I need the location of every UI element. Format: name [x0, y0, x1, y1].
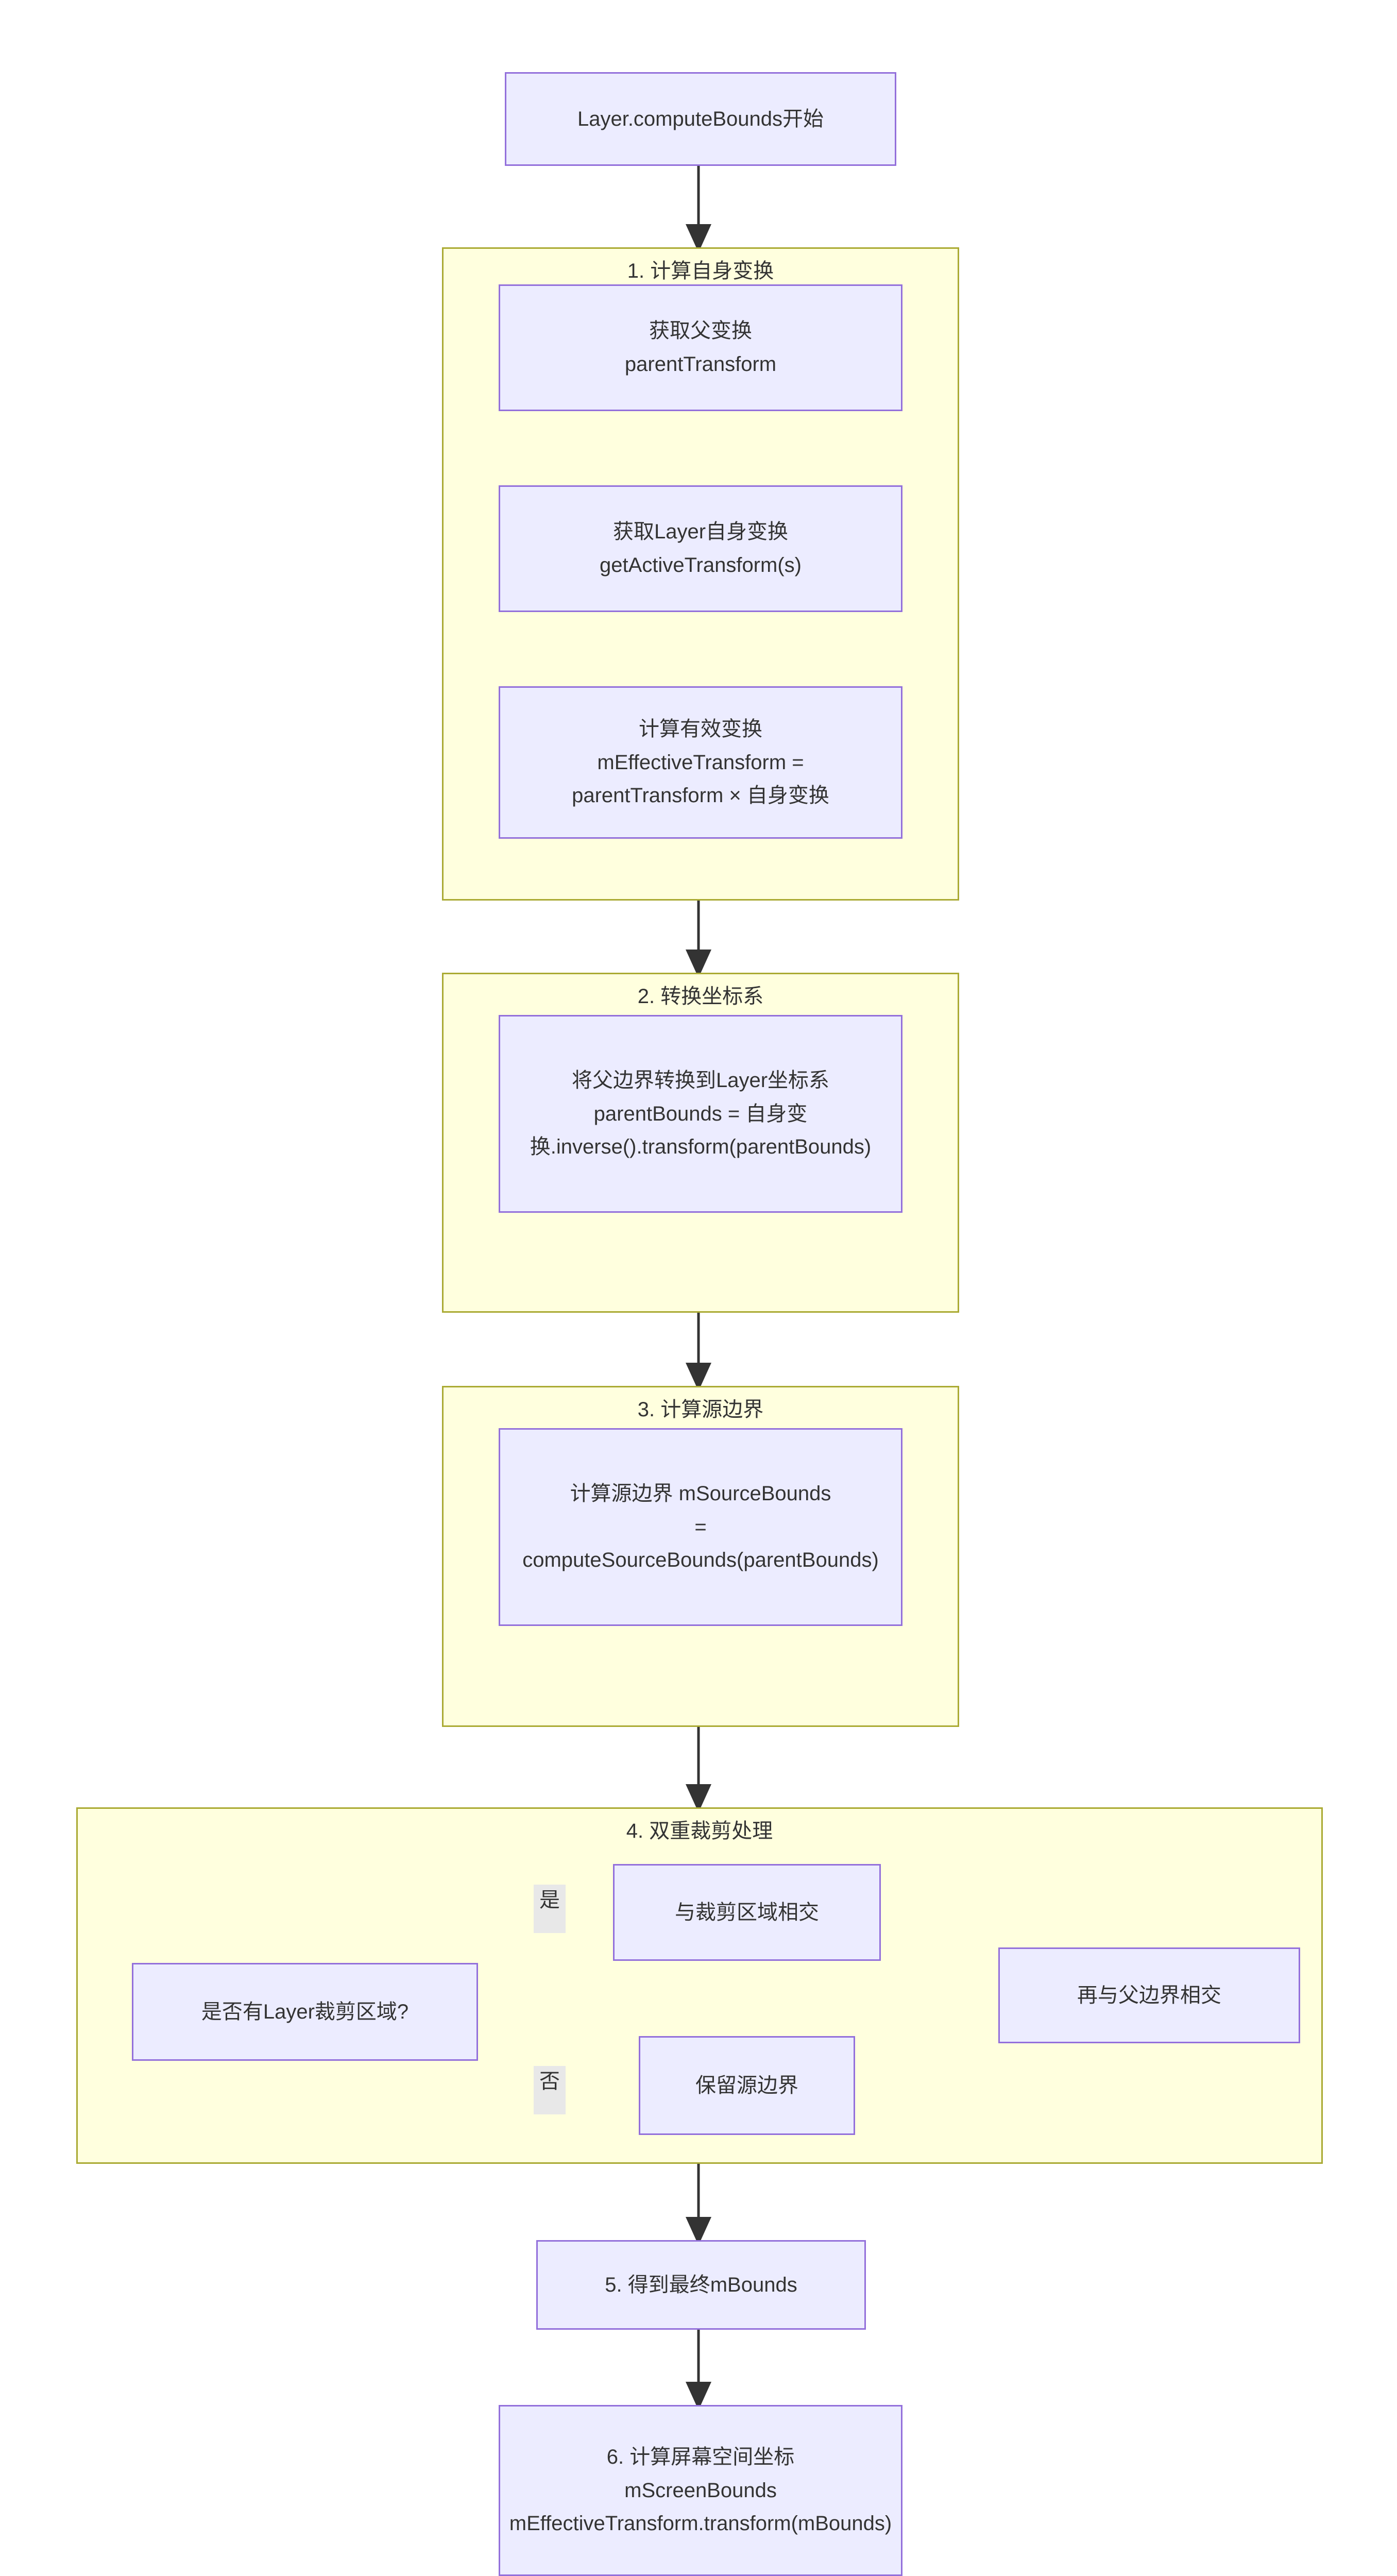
node-compute-screen-bounds-label: 6. 计算屏幕空间坐标 mScreenBounds mEffectiveTran…: [509, 2445, 892, 2535]
node-final-mbounds-label: 5. 得到最终mBounds: [605, 2273, 797, 2296]
node-compute-effective-transform-label: 计算有效变换 mEffectiveTransform = parentTrans…: [572, 717, 829, 807]
node-convert-parent-bounds[interactable]: 将父边界转换到Layer坐标系 parentBounds = 自身变 换.inv…: [499, 1015, 902, 1213]
node-convert-parent-bounds-label: 将父边界转换到Layer坐标系 parentBounds = 自身变 换.inv…: [530, 1069, 872, 1159]
cluster-4-title: 4. 双重裁剪处理: [626, 1820, 773, 1842]
cluster-2-title: 2. 转换坐标系: [637, 985, 764, 1008]
node-compute-effective-transform[interactable]: 计算有效变换 mEffectiveTransform = parentTrans…: [499, 686, 902, 839]
node-compute-source-bounds[interactable]: 计算源边界 mSourceBounds = computeSourceBound…: [499, 1428, 902, 1626]
node-compute-source-bounds-label: 计算源边界 mSourceBounds = computeSourceBound…: [522, 1482, 879, 1572]
node-has-layer-clip-region-decision-label: 是否有Layer裁剪区域?: [201, 2000, 409, 2023]
edge-label-yes: 是: [534, 1885, 566, 1933]
edge-label-no: 否: [534, 2066, 566, 2114]
cluster-1-title: 1. 计算自身变换: [627, 260, 774, 282]
cluster-3-title: 3. 计算源边界: [637, 1398, 764, 1421]
node-get-parent-transform-label: 获取父变换 parentTransform: [624, 319, 777, 376]
node-keep-source-bounds-label: 保留源边界: [695, 2074, 798, 2097]
node-keep-source-bounds[interactable]: 保留源边界: [639, 2036, 855, 2135]
node-get-active-transform-label: 获取Layer自身变换 getActiveTransform(s): [600, 520, 802, 577]
node-start-label: Layer.computeBounds开始: [577, 107, 824, 130]
node-get-active-transform[interactable]: 获取Layer自身变换 getActiveTransform(s): [499, 485, 902, 612]
node-get-parent-transform[interactable]: 获取父变换 parentTransform: [499, 284, 902, 411]
node-has-layer-clip-region-decision[interactable]: 是否有Layer裁剪区域?: [132, 1963, 478, 2061]
node-final-mbounds[interactable]: 5. 得到最终mBounds: [536, 2240, 866, 2330]
node-compute-screen-bounds[interactable]: 6. 计算屏幕空间坐标 mScreenBounds mEffectiveTran…: [499, 2405, 902, 2576]
node-intersect-parent-bounds-label: 再与父边界相交: [1077, 1984, 1221, 2007]
node-intersect-parent-bounds[interactable]: 再与父边界相交: [998, 1947, 1300, 2043]
node-intersect-clip-region-label: 与裁剪区域相交: [675, 1901, 819, 1924]
node-start[interactable]: Layer.computeBounds开始: [505, 72, 896, 166]
node-intersect-clip-region[interactable]: 与裁剪区域相交: [613, 1864, 881, 1961]
